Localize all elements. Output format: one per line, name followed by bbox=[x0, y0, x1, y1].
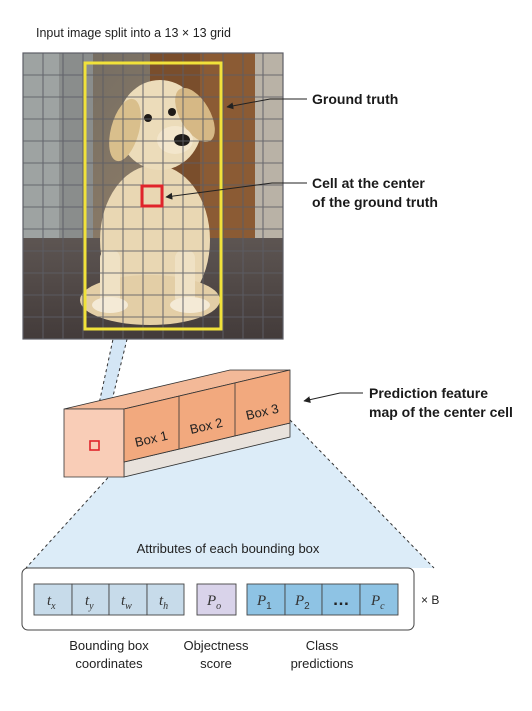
p2-cell bbox=[284, 583, 323, 616]
objectness-symbol: Po bbox=[206, 593, 221, 612]
classes-group-label-line1: Class bbox=[306, 638, 339, 653]
box-1-label: Box 1 bbox=[133, 428, 169, 450]
tx-cell bbox=[33, 583, 73, 616]
multiplier-label: × B bbox=[421, 593, 439, 607]
input-caption: Input image split into a 13 × 13 grid bbox=[36, 26, 231, 40]
center-cell-label-line1: Cell at the center bbox=[312, 175, 425, 191]
th-symbol: th bbox=[159, 593, 168, 612]
ground-truth-label: Ground truth bbox=[312, 91, 398, 107]
ty-cell bbox=[71, 583, 110, 616]
pc-cell bbox=[359, 583, 399, 616]
ty-symbol: ty bbox=[85, 593, 94, 612]
classes-group-label-line2: predictions bbox=[291, 656, 354, 671]
input-image bbox=[22, 52, 284, 340]
attributes-title: Attributes of each bounding box bbox=[137, 541, 320, 556]
ground-truth-box bbox=[83, 61, 223, 331]
feature-map-front bbox=[63, 408, 125, 478]
prediction-feature-map bbox=[63, 369, 291, 478]
p2-symbol: P2 bbox=[294, 593, 310, 612]
objectness-group-label-line2: score bbox=[200, 656, 232, 671]
tw-symbol: tw bbox=[121, 593, 132, 612]
ellipsis-symbol: … bbox=[333, 590, 350, 609]
center-cell bbox=[140, 184, 164, 208]
coords-group-label-line1: Bounding box bbox=[69, 638, 149, 653]
tx-symbol: tx bbox=[47, 593, 56, 612]
box-3-label: Box 3 bbox=[244, 401, 280, 423]
tw-cell bbox=[108, 583, 148, 616]
p1-symbol: P1 bbox=[256, 593, 272, 612]
prediction-arrow bbox=[303, 392, 363, 404]
pc-symbol: Pc bbox=[370, 593, 385, 612]
objectness-cell bbox=[196, 583, 237, 616]
center-cell-arrow bbox=[165, 182, 307, 200]
ground-truth-arrow bbox=[226, 98, 307, 110]
th-cell bbox=[146, 583, 185, 616]
prediction-label-line1: Prediction feature bbox=[369, 385, 488, 401]
center-cell-label-line2: of the ground truth bbox=[312, 194, 438, 210]
box-2-label: Box 2 bbox=[188, 415, 224, 437]
coords-group-label-line2: coordinates bbox=[75, 656, 143, 671]
prediction-label-line2: map of the center cell bbox=[369, 404, 513, 420]
feature-map-center-cell bbox=[89, 440, 100, 451]
objectness-group-label-line1: Objectness bbox=[183, 638, 249, 653]
p1-cell bbox=[246, 583, 286, 616]
attribute-cone bbox=[26, 420, 434, 568]
ellipsis-cell bbox=[321, 583, 361, 616]
